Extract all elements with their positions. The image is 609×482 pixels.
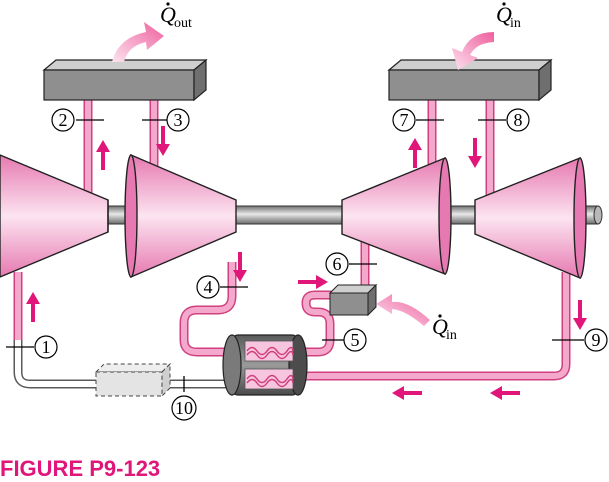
- regenerator-icon: [222, 334, 308, 396]
- svg-text:Q: Q: [496, 2, 512, 27]
- state-ticks: [6, 119, 584, 392]
- svg-text:7: 7: [400, 110, 409, 130]
- state-label-4: 4: [196, 275, 220, 299]
- state-label-9: 9: [584, 328, 608, 352]
- q-out-label: Q out: [160, 2, 192, 31]
- state-label-5: 5: [343, 328, 367, 352]
- combustor-box: [328, 283, 378, 317]
- state-label-2: 2: [51, 108, 75, 132]
- svg-text:8: 8: [514, 110, 523, 130]
- svg-text:10: 10: [175, 398, 193, 418]
- state-label-7: 7: [392, 108, 416, 132]
- figure-caption: FIGURE P9-123: [0, 456, 160, 481]
- svg-text:2: 2: [59, 110, 68, 130]
- svg-text:Q: Q: [160, 2, 176, 27]
- reheater-box: [387, 58, 553, 102]
- inlet-filter-icon: [94, 362, 172, 398]
- svg-text:4: 4: [204, 277, 213, 297]
- state-label-6: 6: [325, 252, 349, 276]
- compressor-1: [0, 154, 109, 278]
- svg-text:5: 5: [351, 330, 360, 350]
- heat-out-arrow-icon: [112, 22, 164, 62]
- heat-in-arrow-icon: [452, 32, 494, 70]
- svg-text:in: in: [446, 328, 457, 343]
- state-label-10: 10: [171, 395, 197, 421]
- intercooler-box: [42, 58, 208, 102]
- svg-text:out: out: [174, 16, 192, 31]
- q-in-label-top: Q in: [496, 2, 521, 31]
- compressor-2: [124, 153, 237, 279]
- svg-text:in: in: [510, 16, 521, 31]
- turbine-2: [474, 156, 587, 280]
- q-in-label-combustor: Q in: [432, 314, 457, 343]
- svg-text:1: 1: [42, 337, 51, 357]
- piping: [13, 97, 571, 389]
- state-label-1: 1: [34, 335, 58, 359]
- state-label-3: 3: [166, 108, 190, 132]
- svg-text:6: 6: [333, 254, 342, 274]
- state-label-8: 8: [506, 108, 530, 132]
- inlet-pipe: [13, 272, 102, 389]
- svg-text:3: 3: [174, 110, 183, 130]
- heat-in-combustor-arrow-icon: [376, 294, 430, 326]
- svg-text:Q: Q: [432, 314, 448, 339]
- flow-arrow-icon: [26, 126, 587, 400]
- svg-text:9: 9: [592, 330, 601, 350]
- turbine-1: [341, 156, 452, 276]
